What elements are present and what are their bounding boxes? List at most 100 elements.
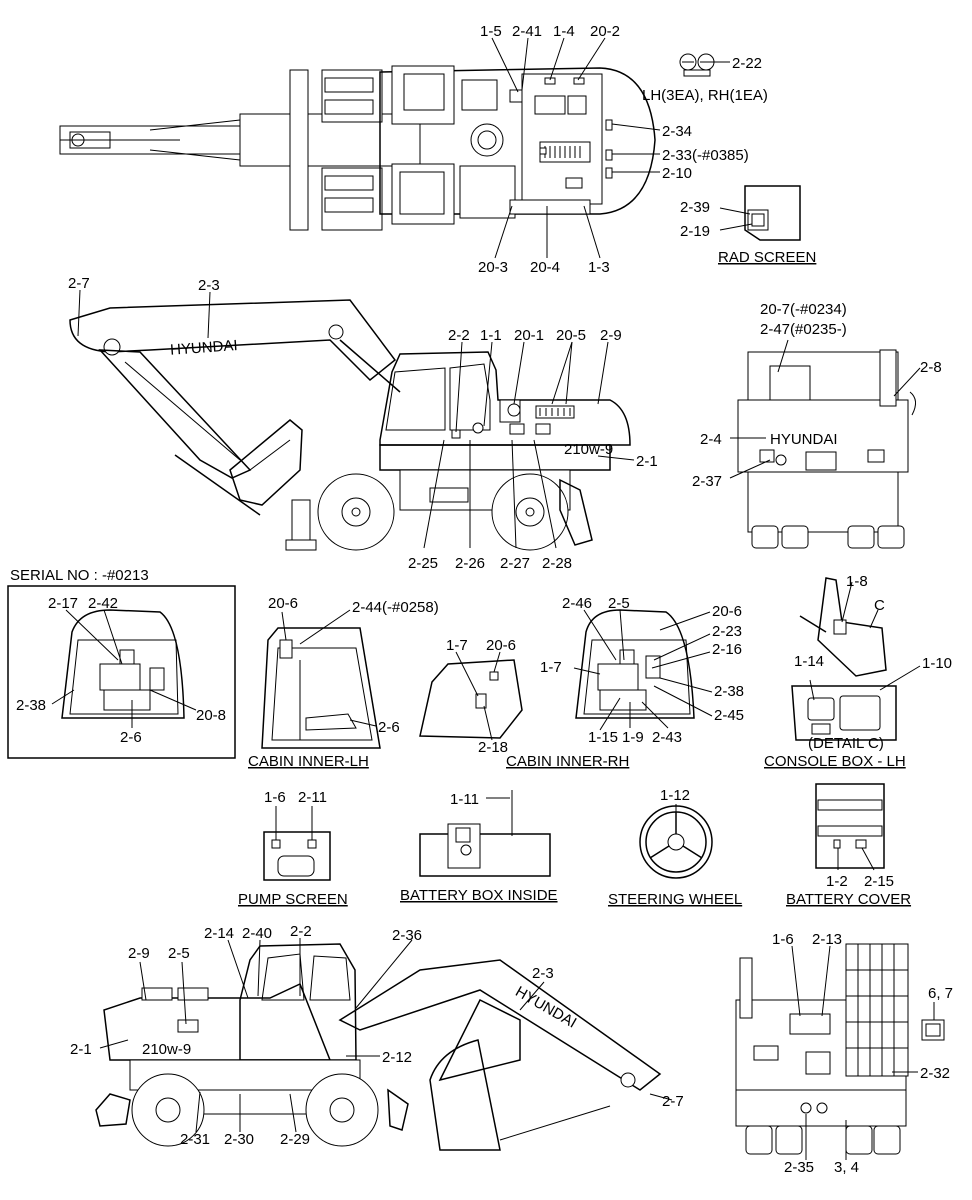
rear-view [737,349,916,549]
battery-box-inside-view [419,790,551,877]
lh-rh-decal-icon [679,53,715,77]
label-2-10: 2-10 [662,165,692,182]
label-2-9-bottom: 2-9 [128,945,150,962]
bottom-side-view [95,943,662,1151]
leader-lines [51,37,935,1160]
caption-detail-c: (DETAIL C) [808,735,884,752]
label-2-28: 2-28 [542,555,572,572]
label-2-30: 2-30 [224,1131,254,1148]
label-2-46: 2-46 [562,595,592,612]
label-2-36: 2-36 [392,927,422,944]
label-2-17: 2-17 [48,595,78,612]
label-2-29: 2-29 [280,1131,310,1148]
front-view [735,943,945,1155]
label-20-4: 20-4 [530,259,560,276]
serial-no-label: SERIAL NO : -#0213 [10,567,149,584]
cabin-inner-lh-view [261,627,381,749]
label-2-5-rh: 2-5 [608,595,630,612]
label-1-4: 1-4 [553,23,575,40]
label-2-6-serial: 2-6 [120,729,142,746]
label-20-2: 20-2 [590,23,620,40]
brand-boom-side: HYUNDAI [170,337,239,359]
label-6-7: 6, 7 [928,985,953,1002]
label-3-4: 3, 4 [834,1159,859,1176]
label-2-27: 2-27 [500,555,530,572]
side-view [69,299,631,551]
console-box-view [791,577,897,741]
label-20-5-side: 20-5 [556,327,586,344]
label-1-9: 1-9 [622,729,644,746]
label-2-2-bottom: 2-2 [290,923,312,940]
label-2-38-serial: 2-38 [16,697,46,714]
battery-cover-view [815,783,885,869]
label-2-34: 2-34 [662,123,692,140]
label-2-45: 2-45 [714,707,744,724]
label-20-6-window: 20-6 [486,637,516,654]
label-2-4: 2-4 [700,431,722,448]
label-1-11: 1-11 [450,791,479,808]
label-2-22: 2-22 [732,55,762,72]
model-bottom: 210w-9 [142,1041,191,1058]
label-1-2: 1-2 [826,873,848,890]
serial-detail-box [7,585,236,759]
label-20-6-lh: 20-6 [268,595,298,612]
label-2-8: 2-8 [920,359,942,376]
label-2-6-lh: 2-6 [378,719,400,736]
label-2-18: 2-18 [478,739,508,756]
label-2-41: 2-41 [512,23,542,40]
caption-rad-screen: RAD SCREEN [718,249,816,266]
label-2-33: 2-33(-#0385) [662,147,749,164]
label-2-43: 2-43 [652,729,682,746]
cabin-inner-rh-view [575,609,695,719]
label-2-5-bottom: 2-5 [168,945,190,962]
top-view [59,65,656,231]
label-2-3-side: 2-3 [198,277,220,294]
label-2-37: 2-37 [692,473,722,490]
label-2-15: 2-15 [864,873,894,890]
label-2-31: 2-31 [180,1131,210,1148]
label-1-12: 1-12 [660,787,690,804]
label-20-3: 20-3 [478,259,508,276]
caption-battery-cover: BATTERY COVER [786,891,911,908]
label-2-40: 2-40 [242,925,272,942]
caption-cabin-inner-lh: CABIN INNER-LH [248,753,369,770]
label-2-23: 2-23 [712,623,742,640]
label-1-5: 1-5 [480,23,502,40]
label-2-13: 2-13 [812,931,842,948]
label-2-35: 2-35 [784,1159,814,1176]
label-2-16: 2-16 [712,641,742,658]
caption-pump-screen: PUMP SCREEN [238,891,348,908]
label-20-6-rh: 20-6 [712,603,742,620]
label-2-19: 2-19 [680,223,710,240]
caption-cabin-inner-rh: CABIN INNER-RH [506,753,629,770]
label-2-1-bottom: 2-1 [70,1041,92,1058]
steering-wheel-view [639,805,713,879]
caption-console-box-lh: CONSOLE BOX - LH [764,753,906,770]
label-2-26: 2-26 [455,555,485,572]
rad-screen-view [744,185,801,241]
label-20-1-side: 20-1 [514,327,544,344]
caption-battery-box-inside: BATTERY BOX INSIDE [400,887,558,904]
label-2-7-side: 2-7 [68,275,90,292]
label-2-38-rh: 2-38 [714,683,744,700]
label-20-7: 20-7(-#0234) [760,301,847,318]
label-1-1-side: 1-1 [480,327,502,344]
label-2-11: 2-11 [298,789,327,806]
label-2-3-bottom: 2-3 [532,965,554,982]
label-2-2-side: 2-2 [448,327,470,344]
label-2-14: 2-14 [204,925,234,942]
label-2-44: 2-44(-#0258) [352,599,439,616]
label-1-8: 1-8 [846,573,868,590]
label-2-42: 2-42 [88,595,118,612]
label-1-3: 1-3 [588,259,610,276]
pump-screen-view [263,831,331,881]
model-side: 210w-9 [564,441,613,458]
label-1-14: 1-14 [794,653,824,670]
brand-rear: HYUNDAI [770,431,838,448]
label-1-15: 1-15 [588,729,618,746]
lh-rh-note: LH(3EA), RH(1EA) [642,87,768,104]
label-1-6-pump: 1-6 [264,789,286,806]
label-2-9-side: 2-9 [600,327,622,344]
label-2-32: 2-32 [920,1065,950,1082]
